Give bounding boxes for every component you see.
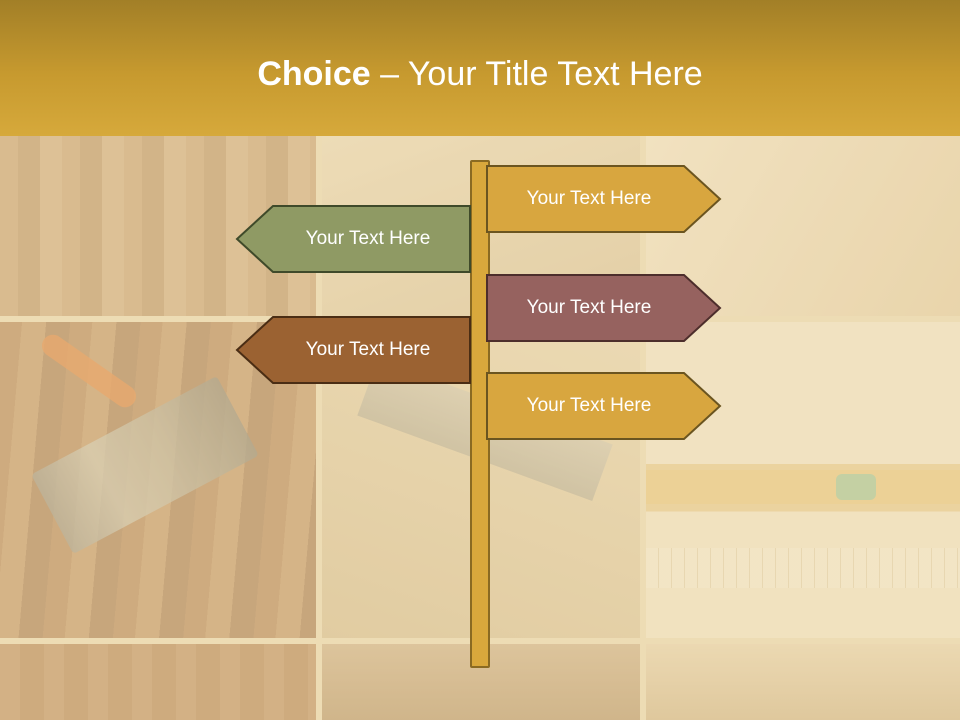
level-shape xyxy=(646,470,960,504)
slide-title-bold: Choice xyxy=(257,55,371,93)
sign-arrow-1[interactable]: Your Text Here xyxy=(486,165,722,233)
title-bar: Choice – Your Title Text Here xyxy=(0,0,960,136)
sign-arrow-4-shape xyxy=(235,316,471,384)
sign-arrow-2-label: Your Text Here xyxy=(305,228,431,249)
ruler-shape xyxy=(646,548,960,588)
level-bubble-shape xyxy=(836,474,876,500)
sign-arrow-2-shape xyxy=(235,205,471,273)
sign-arrow-5-label: Your Text Here xyxy=(526,395,652,416)
sign-arrow-4-label: Your Text Here xyxy=(305,339,431,360)
sign-arrow-3[interactable]: Your Text Here xyxy=(486,274,722,342)
sign-arrow-3-shape xyxy=(486,274,722,342)
sign-arrow-5[interactable]: Your Text Here xyxy=(486,372,722,440)
sign-arrow-5-shape xyxy=(486,372,722,440)
lumber-photo xyxy=(646,136,960,316)
slide-title[interactable]: Choice – Your Title Text Here xyxy=(0,52,960,96)
sign-arrow-1-shape xyxy=(486,165,722,233)
sign-arrow-2[interactable]: Your Text Here xyxy=(235,205,471,273)
tools-photo-bottom xyxy=(646,644,960,720)
wood-photo-bottom xyxy=(0,644,316,720)
sign-arrow-4[interactable]: Your Text Here xyxy=(235,316,471,384)
sign-arrow-3-label: Your Text Here xyxy=(526,297,652,318)
sign-arrow-1-label: Your Text Here xyxy=(526,188,652,209)
slide-title-rest: – Your Title Text Here xyxy=(370,55,703,93)
